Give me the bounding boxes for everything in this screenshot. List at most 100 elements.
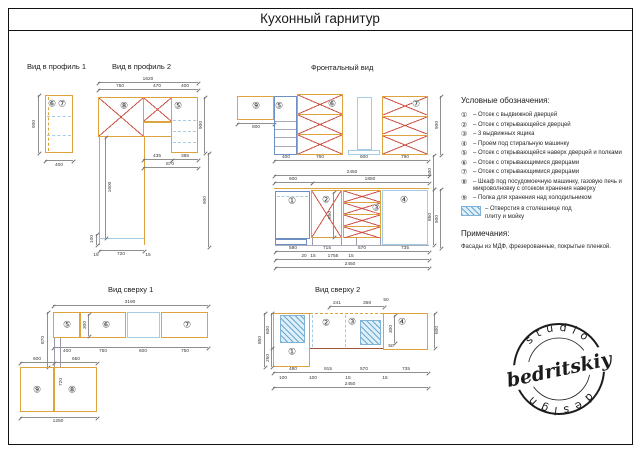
front-dim-600-shelf	[237, 123, 274, 124]
legend-item: ⑤ – Отсек с открывающейся наверх дверцей…	[461, 150, 629, 158]
profile2-dim-870	[143, 167, 198, 168]
front-cabinet-6	[297, 94, 343, 155]
legend-marker-2: ②	[461, 121, 468, 129]
dim-value: 400	[54, 162, 64, 168]
dim-value: 300	[388, 324, 394, 334]
legend-text: – 3 выдвижных ящика	[473, 131, 535, 137]
dim-value: 760	[315, 154, 325, 160]
legend-marker-3: ③	[461, 131, 468, 138]
top2-counter-top-edge	[310, 313, 383, 314]
dim-value: 15	[93, 252, 99, 258]
marker-9: ⑨	[32, 384, 42, 395]
legend-item: ⑧ – Шкаф под посудомоечную машинку, газо…	[461, 179, 629, 194]
top1-box-8	[54, 367, 97, 412]
profile1-dim-line-width	[45, 160, 73, 161]
top1-dim-3190	[53, 305, 208, 306]
marker-4: ④	[397, 316, 407, 327]
stamp-text-design: design	[522, 390, 597, 417]
front-countertop-line	[274, 188, 429, 189]
stamp-name-text: bedritskiy	[505, 348, 616, 392]
front-cab6-divider	[298, 114, 342, 115]
profile2-shelf-line	[173, 120, 196, 121]
top2-dim-300	[394, 315, 395, 343]
top2-counter-front-edge	[310, 348, 384, 349]
marker-2: ②	[321, 194, 331, 205]
dim-value: 50	[383, 297, 389, 303]
front-fridge-base	[275, 239, 307, 245]
profile2-dim-total	[98, 82, 198, 83]
front-dim-1850-top	[312, 182, 429, 183]
legend-item: ③ – 3 выдвижных ящика	[461, 131, 629, 139]
view-label-front: Фронтальный вид	[311, 63, 374, 72]
front-drawer-cross	[344, 215, 380, 226]
profile2-tall-side-right	[144, 137, 145, 245]
view-label-top-2: Вид сверху 2	[315, 285, 361, 294]
front-washer-niche-4	[382, 190, 428, 245]
top1-box-6	[80, 312, 126, 338]
top2-separator-dashed	[312, 315, 313, 347]
legend-text: – Шкаф под посудомоечную машинку, газову…	[473, 178, 622, 193]
legend-panel: Условные обозначения: ① – Отсек с выдвиж…	[461, 96, 629, 252]
marker-5: ⑤	[62, 319, 72, 330]
top1-dim-300-line	[88, 314, 89, 336]
legend-item: ② – Отсек с открывающейся дверцей	[461, 122, 629, 130]
front-floor-line	[275, 245, 429, 246]
front-cab7-door-cross	[383, 117, 427, 134]
top2-separator-dashed	[345, 315, 346, 347]
legend-marker-8: ⑧	[461, 178, 468, 186]
front-dim-600-top	[274, 182, 312, 183]
front-cabinet-leg	[312, 238, 313, 245]
dim-value: 368	[362, 300, 372, 306]
top2-dim-bottom-row1	[273, 372, 428, 373]
front-dim-right-lower	[440, 189, 441, 248]
profile1-door-dashed-line	[48, 97, 49, 151]
dim-value: 15	[145, 252, 151, 258]
legend-marker-9: ⑨	[461, 195, 468, 202]
top2-stove-cutout	[360, 320, 381, 345]
legend-item: ④ – Проем под стиральную машинку	[461, 141, 629, 149]
dim-value: 400	[180, 83, 190, 89]
front-cab6-door-cross	[298, 115, 342, 134]
dim-value: 720	[58, 377, 64, 387]
profile2-dim-right-lower	[208, 153, 209, 247]
dim-value: 750	[115, 83, 125, 89]
front-cab7-divider	[383, 116, 427, 117]
profile2-mid-open-section	[143, 122, 172, 137]
dim-value: 600	[288, 176, 298, 182]
marker-7: ⑦	[57, 98, 67, 109]
legend-text: – Отсек с открывающейся наверх дверцей и…	[473, 150, 622, 156]
front-drawer-cross	[344, 203, 380, 214]
marker-6: ⑥	[47, 98, 57, 109]
dim-value: 15	[310, 253, 316, 259]
dim-value: 580	[288, 245, 298, 251]
front-column5-shelf	[275, 137, 296, 138]
top1-connector-line	[60, 338, 61, 367]
legend-marker-1: ①	[461, 112, 468, 119]
front-cabinet-leg	[341, 238, 342, 245]
front-vent-duct	[357, 97, 372, 150]
top2-dim-600-right	[434, 313, 435, 348]
dim-value: 470	[152, 83, 162, 89]
front-dim-bottom-row2	[275, 259, 429, 260]
dim-value: 720	[116, 251, 126, 257]
dim-value: 600	[434, 325, 440, 335]
dim-value: 400	[62, 348, 72, 354]
profile2-shelf-line	[173, 142, 196, 143]
profile2-dim-435	[143, 159, 172, 160]
dim-value: 250	[265, 353, 271, 363]
profile2-dim-720	[99, 250, 144, 251]
top1-dim-600	[20, 362, 54, 363]
marker-2: ②	[321, 317, 331, 328]
front-dim-upper-row	[274, 160, 428, 161]
dim-value: 1250	[52, 418, 64, 424]
legend-marker-5: ⑤	[461, 150, 468, 157]
dim-value: 600	[138, 348, 148, 354]
top1-box-7	[161, 312, 208, 338]
front-cab7-door-cross	[383, 136, 427, 154]
title-separator-line	[8, 30, 632, 31]
legend-hatch-item: – Отверстия в столешнице под плиту и мой…	[461, 206, 629, 221]
dim-value: 650	[71, 356, 81, 362]
marker-3: ③	[371, 202, 381, 213]
dim-value: 15	[382, 375, 388, 381]
dim-value: 1620	[142, 76, 154, 82]
